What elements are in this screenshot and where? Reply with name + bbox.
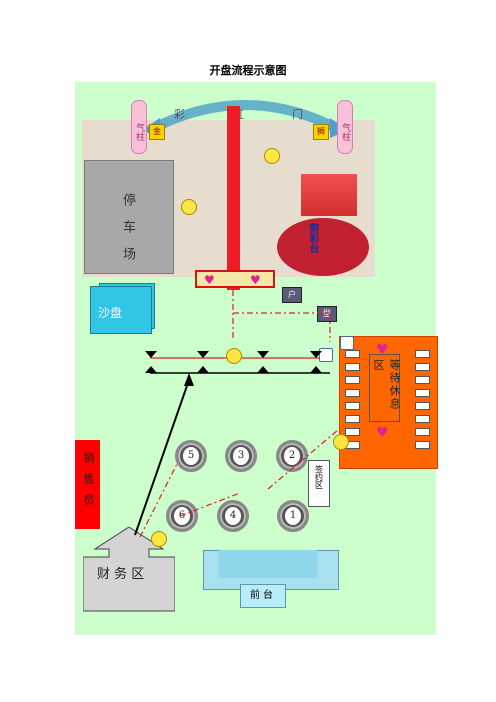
heart-icon: ♥ bbox=[250, 273, 261, 287]
heart-icon: ♥ bbox=[376, 425, 389, 441]
table-1: 1 bbox=[277, 500, 309, 532]
sales-bar bbox=[75, 440, 100, 529]
parking-lot bbox=[84, 160, 174, 274]
waiting-seat bbox=[415, 376, 430, 384]
entry-marker bbox=[319, 348, 333, 362]
waiting-seat bbox=[415, 402, 430, 410]
waiting-seat bbox=[345, 350, 360, 358]
waiting-area-text: 等待休息区 bbox=[372, 359, 401, 411]
waiting-seat bbox=[345, 363, 360, 371]
waiting-seat bbox=[415, 389, 430, 397]
waiting-seat bbox=[345, 428, 360, 436]
table-5: 5 bbox=[175, 440, 207, 472]
parking-label: 停车场 bbox=[120, 193, 135, 274]
ribbon-cutting-line bbox=[195, 270, 275, 288]
table-number: 1 bbox=[285, 507, 301, 525]
rainbow-char-3: 门 bbox=[292, 108, 303, 121]
heart-icon: ♥ bbox=[204, 273, 215, 287]
lion-badge-right: 狮 bbox=[313, 124, 329, 140]
table-number: 4 bbox=[225, 507, 241, 525]
stage-photo bbox=[301, 174, 357, 216]
finance-label: 财 务 区 bbox=[97, 567, 145, 582]
table-number: 5 bbox=[183, 447, 199, 465]
lion-badge-left: 金 bbox=[149, 124, 165, 140]
sales-bar-label: 销售员 bbox=[82, 452, 95, 515]
table-number: 2 bbox=[284, 447, 300, 465]
waiting-seat bbox=[345, 376, 360, 384]
sand-table-label: 沙盘 bbox=[98, 306, 123, 320]
finance-shape bbox=[83, 527, 175, 612]
front-desk-inner bbox=[219, 550, 317, 578]
entry-marker bbox=[340, 336, 354, 350]
waiting-area-label: 等待休息区 bbox=[369, 354, 401, 422]
sand-table bbox=[90, 286, 152, 334]
front-desk-label: 前台 bbox=[240, 584, 286, 608]
ribbon-stage bbox=[277, 218, 369, 276]
waiting-seat bbox=[415, 428, 430, 436]
contract-area: 签约区 bbox=[308, 460, 330, 507]
smiley-icon bbox=[151, 531, 167, 547]
smiley-icon bbox=[264, 148, 280, 164]
table-4: 4 bbox=[217, 500, 249, 532]
smiley-icon bbox=[333, 434, 349, 450]
waiting-seat bbox=[345, 415, 360, 423]
smiley-icon bbox=[226, 348, 242, 364]
air-pillar-right-label: 气柱 bbox=[340, 123, 350, 141]
waiting-seat bbox=[345, 402, 360, 410]
waiting-seat bbox=[415, 415, 430, 423]
page-title: 开盘流程示意图 bbox=[209, 64, 287, 77]
table-3: 3 bbox=[225, 440, 257, 472]
air-pillar-right bbox=[337, 100, 353, 154]
table-2: 2 bbox=[276, 440, 308, 472]
waiting-seat bbox=[415, 350, 430, 358]
heart-icon: ♥ bbox=[376, 342, 389, 358]
table-number: 3 bbox=[233, 447, 249, 465]
rainbow-char-1: 彩 bbox=[174, 108, 185, 121]
air-pillar-left-label: 气柱 bbox=[134, 123, 144, 141]
red-carpet bbox=[227, 106, 240, 290]
waiting-seat bbox=[345, 389, 360, 397]
waiting-seat bbox=[415, 441, 430, 449]
stage-label: 剪彩台 bbox=[307, 223, 318, 253]
air-pillar-left bbox=[131, 100, 147, 154]
waiting-seat bbox=[415, 363, 430, 371]
contract-label: 签约区 bbox=[314, 465, 324, 489]
unit-type-box-a: 户 bbox=[282, 287, 302, 303]
smiley-icon bbox=[181, 199, 197, 215]
